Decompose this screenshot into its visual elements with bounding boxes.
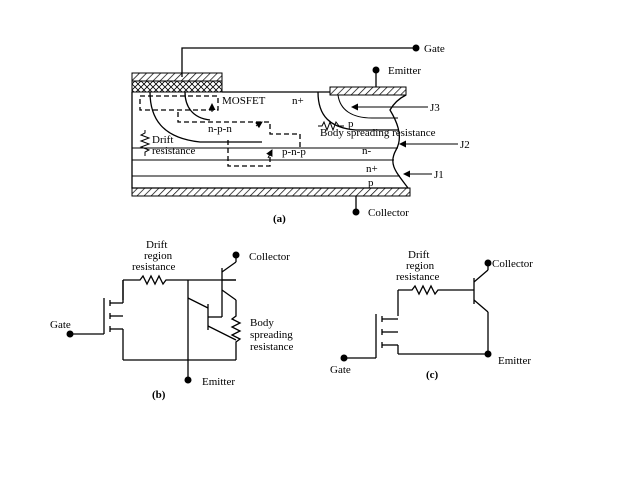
drift-label-c2: region (406, 260, 435, 272)
drift-label-b3: resistance (132, 261, 175, 273)
collector-terminal-b (232, 251, 240, 259)
drift-resistor-b (123, 274, 236, 286)
j2-label: J2 (460, 139, 470, 151)
body-spreading-label: Body spreading resistance (320, 127, 436, 139)
emitter-label-a: Emitter (388, 65, 421, 77)
body-label-b3: resistance (250, 341, 293, 353)
drift-label-b2: region (144, 250, 173, 262)
caption-b: (b) (152, 389, 166, 401)
emitter-label-c: Emitter (498, 355, 531, 367)
drift-label-2: resistance (152, 145, 195, 157)
gate-terminal-a (412, 44, 420, 52)
npn-dashed-box (177, 112, 301, 150)
n-plus-top-label: n+ (292, 95, 304, 107)
gate-oxide-a (131, 80, 223, 93)
drift-label-c3: resistance (396, 271, 439, 283)
body-resistor-a (318, 120, 344, 132)
j1-label: J1 (434, 169, 444, 181)
drift-resistor-a (139, 130, 151, 156)
gate-lead-a (181, 47, 416, 77)
n-minus-label: n- (362, 145, 372, 157)
collector-label-b: Collector (249, 251, 290, 263)
p-low-label: p (368, 177, 374, 189)
gate-metal-a (131, 72, 223, 82)
collector-label-a: Collector (368, 207, 409, 219)
gate-label-b: Gate (50, 319, 71, 331)
collector-label-c: Collector (492, 258, 533, 270)
n-plus-low-label: n+ (366, 163, 378, 175)
emitter-terminal-a (372, 66, 380, 74)
figure-a-cross-section: Gate Emitter Collector MOSFET n+ (131, 43, 470, 225)
p-well-left (149, 91, 262, 143)
p-top-label: p (348, 118, 354, 130)
mosfet-dashed-box (139, 95, 219, 111)
body-label-b1: Body (250, 317, 274, 329)
body-label-b2: spreading (250, 329, 293, 341)
npn-label: n-p-n (208, 123, 232, 135)
gate-label-a: Gate (424, 43, 445, 55)
emitter-metal-a (329, 86, 407, 96)
drift-label-b1: Drift (146, 239, 167, 251)
gate-label-c: Gate (330, 364, 351, 376)
pnp-label: p-n-p (282, 146, 306, 158)
j3-label: J3 (430, 102, 440, 114)
drift-label-c1: Drift (408, 249, 429, 261)
drift-resistor-c (398, 284, 474, 296)
collector-metal-a (131, 187, 411, 197)
pnp-dashed-box (227, 140, 271, 167)
gate-terminal-b (66, 330, 74, 338)
body-resistor-b (230, 312, 242, 360)
gate-terminal-c (340, 354, 348, 362)
mosfet-label: MOSFET (222, 95, 266, 107)
emitter-terminal-c (484, 350, 492, 358)
p-well-right (317, 91, 398, 131)
caption-a: (a) (273, 213, 286, 225)
drift-label-1: Drift (152, 134, 173, 146)
collector-terminal-c (484, 259, 492, 267)
figure-b-equivalent-circuit: Drift region resistance Gate Collector (50, 239, 293, 401)
collector-terminal-a (352, 208, 360, 216)
caption-c: (c) (426, 369, 439, 381)
emitter-label-b: Emitter (202, 376, 235, 388)
emitter-terminal-b (184, 376, 192, 384)
figure-c-simplified-circuit: Drift region resistance Collector Gate E… (330, 249, 533, 381)
